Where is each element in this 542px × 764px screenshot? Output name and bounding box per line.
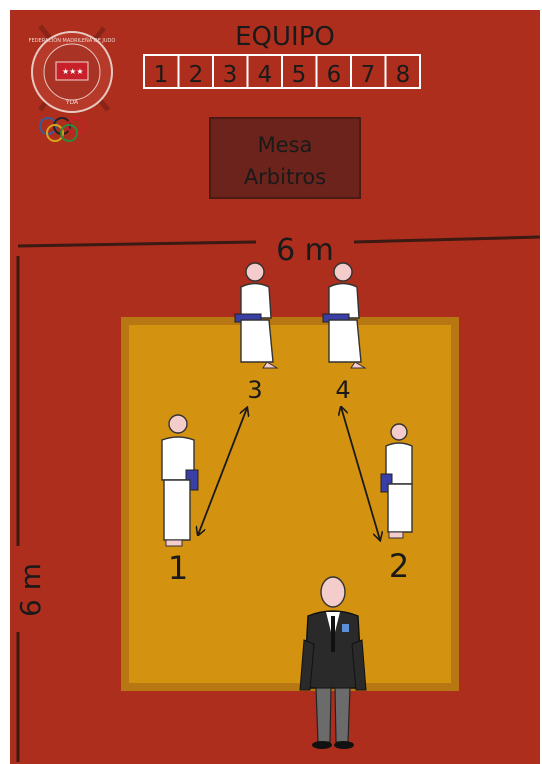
movement-arrow-4-2 [341, 407, 380, 540]
team-number: 5 [292, 62, 307, 88]
kneeling-judoka-3 [234, 262, 279, 369]
top-dimension: 6 m [17, 233, 541, 268]
team-number: 8 [396, 62, 411, 88]
left-dimension-label: 6 m [14, 563, 47, 617]
table-label-line2: Arbitros [244, 165, 326, 189]
logo-ring-text: FEDERACIÓN MADRILEÑA DE JUDO [29, 37, 116, 44]
position-label-2: 2 [389, 547, 409, 585]
federation-logo: ★★★ YDA FEDERACIÓN MADRILEÑA DE JUDO [29, 24, 116, 142]
position-label-1: 1 [168, 549, 188, 587]
svg-text:★★★: ★★★ [62, 67, 84, 76]
standing-judoka-2 [380, 423, 413, 539]
team-number: 7 [361, 62, 376, 88]
kneeling-judoka-4 [322, 262, 367, 369]
olympic-rings-icon [39, 117, 85, 142]
logo-bottom-text: YDA [65, 99, 79, 106]
position-label-4: 4 [335, 376, 350, 404]
team-number: 6 [327, 62, 342, 88]
team-number-boxes: 1 2 3 4 5 6 7 8 [143, 54, 421, 89]
position-label-3: 3 [247, 376, 262, 404]
standing-judoka-1 [161, 414, 199, 547]
team-number: 2 [189, 62, 204, 88]
team-number: 1 [154, 62, 169, 88]
team-number: 4 [258, 62, 273, 88]
movement-arrow-1-3 [198, 408, 247, 535]
left-dimension: 6 m [14, 256, 47, 762]
team-title: EQUIPO [235, 22, 335, 52]
team-number: 3 [223, 62, 238, 88]
table-label-line1: Mesa [258, 133, 313, 157]
top-dimension-label: 6 m [276, 233, 334, 268]
referee-table: Mesa Arbitros [209, 117, 361, 199]
referee-figure [299, 576, 367, 749]
